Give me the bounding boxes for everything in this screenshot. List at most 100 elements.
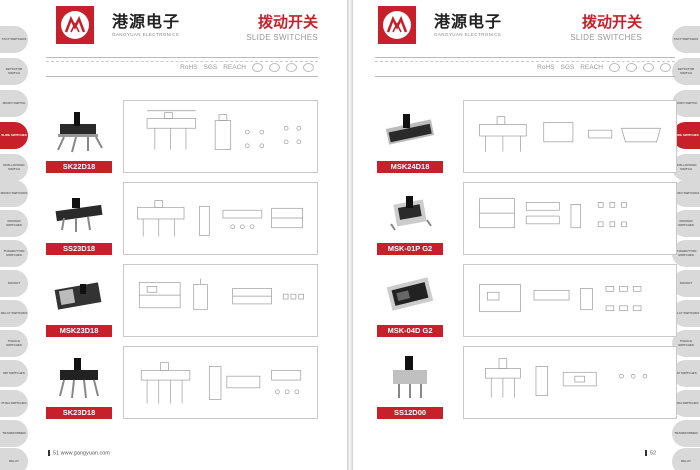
- slide-switch-photo-icon: [59, 358, 99, 399]
- brand-name-en: GANGYUAN ELECTRONICS: [434, 32, 502, 37]
- side-tab[interactable]: TACT SWITCHES: [672, 26, 700, 53]
- product-photo: SS12D00: [377, 346, 443, 419]
- side-tab[interactable]: PUSHBUTTON SWITCHES: [0, 240, 28, 267]
- side-tab[interactable]: SOCKET: [0, 270, 28, 297]
- side-tab[interactable]: MICRO SWITCHES: [0, 180, 28, 207]
- page-number: 52: [650, 450, 657, 456]
- tuv-mark-icon: [643, 62, 654, 72]
- ul-circle-icon: [269, 62, 280, 72]
- product-label: MSK23D18: [46, 325, 112, 337]
- side-tab[interactable]: TRANSFORMER: [672, 420, 700, 447]
- product-photo: MSK24D18: [377, 100, 443, 173]
- slide-switch-photo-icon: [390, 196, 432, 231]
- logo-mark-icon: [64, 16, 86, 33]
- technical-drawing: [123, 346, 318, 419]
- brand-name-en: GANGYUAN ELECTRONICS: [112, 32, 180, 37]
- page-footer: 51 www.gangyuan.com: [48, 449, 110, 456]
- slide-switch-photo-icon: [386, 277, 434, 311]
- product-photo: MSK-04D G2: [377, 264, 443, 337]
- side-tab[interactable]: TOGGLE SWITCHES: [0, 330, 28, 357]
- side-tab[interactable]: DETECTOR SWITCH: [672, 58, 700, 85]
- product-label: MSK-04D G2: [377, 325, 443, 337]
- page-marker: [645, 449, 647, 456]
- cul-mark-icon: [660, 62, 671, 72]
- dimension-drawing-icon: [137, 200, 304, 237]
- side-tab[interactable]: RELAY: [672, 448, 700, 470]
- side-tab[interactable]: DETECTOR SWITCH: [0, 58, 28, 85]
- slide-switch-photo-icon: [385, 114, 435, 145]
- product-photo: MSK-01P G2: [377, 182, 443, 255]
- product-photo: SK22D18: [46, 100, 112, 173]
- side-tab[interactable]: RELAY SWITCHES: [0, 300, 28, 327]
- logo-mark-icon: [386, 16, 408, 33]
- technical-drawing: [123, 182, 318, 255]
- right-page: TACT SWITCHES DETECTOR SWITCH MICRO SWIT…: [353, 0, 700, 470]
- category-cn: 拨动开关: [581, 13, 642, 31]
- category-cn: 拨动开关: [257, 13, 318, 31]
- category-en: SLIDE SWITCHES: [570, 33, 642, 42]
- product-label: MSK-01P G2: [377, 243, 443, 255]
- brand-logo: [56, 6, 94, 44]
- left-side-tabs: TACT SWITCHES DETECTOR SWITCH MICRO SWIT…: [0, 0, 28, 470]
- cert-reach: REACH: [580, 63, 603, 71]
- category-heading: 拨动开关 SLIDE SWITCHES: [570, 14, 642, 42]
- product-row: SK23D18: [46, 346, 318, 419]
- brand-logo: [378, 6, 416, 44]
- technical-drawing: [463, 346, 677, 419]
- technical-drawing: [123, 100, 318, 173]
- brand-name: 港源电子 GANGYUAN ELECTRONICS: [112, 12, 181, 38]
- brand-name-cn: 港源电子: [112, 12, 181, 31]
- footer-url[interactable]: www.gangyuan.com: [60, 450, 110, 456]
- ul-mark-icon: [252, 62, 263, 72]
- left-page: TACT SWITCHES DETECTOR SWITCH MICRO SWIT…: [0, 0, 347, 470]
- slide-switch-photo-icon: [54, 282, 102, 310]
- side-tab[interactable]: MICRO SWITCH: [0, 90, 28, 117]
- brand-name: 港源电子 GANGYUAN ELECTRONICS: [434, 14, 502, 38]
- cert-rohs: RoHS: [537, 63, 555, 71]
- product-label: SS12D00: [377, 407, 443, 419]
- product-photo: SK23D18: [46, 346, 112, 419]
- dimension-drawing-icon: [485, 358, 648, 398]
- cert-rohs: RoHS: [180, 63, 198, 71]
- ul-mark-icon: [609, 62, 620, 72]
- cert-sgs: SGS: [560, 63, 575, 71]
- slide-switch-photo-icon: [55, 198, 103, 232]
- cul-mark-icon: [303, 62, 314, 72]
- tuv-mark-icon: [286, 62, 297, 72]
- product-row: SS23D18: [46, 182, 318, 255]
- product-photo: MSK23D18: [46, 264, 112, 337]
- product-row: MSK-01P G2: [377, 182, 677, 255]
- side-tab[interactable]: TACT SWITCHES: [0, 26, 28, 53]
- dimension-drawing-icon: [138, 278, 304, 311]
- cert-reach: REACH: [223, 63, 246, 71]
- side-tab[interactable]: TRANSFORMER: [0, 420, 28, 447]
- ul-circle-icon: [626, 62, 637, 72]
- side-tab[interactable]: RELAY: [0, 448, 28, 470]
- side-tab-active[interactable]: SLIDE SWITCHES: [0, 122, 28, 149]
- page-number: 51: [53, 450, 60, 456]
- technical-drawing: [463, 264, 677, 337]
- side-tab[interactable]: PUSH SWITCHES: [0, 390, 28, 417]
- technical-drawing: [463, 100, 677, 173]
- cert-sgs: SGS: [203, 63, 218, 71]
- slide-switch-photo-icon: [57, 112, 103, 153]
- side-tab[interactable]: ROCKER SWITCHES: [0, 210, 28, 237]
- dimension-drawing-icon: [479, 116, 661, 152]
- slide-switch-photo-icon: [393, 356, 427, 398]
- product-photo: SS23D18: [46, 182, 112, 255]
- product-row: MSK23D18: [46, 264, 318, 337]
- technical-drawing: [463, 182, 677, 255]
- certification-bar: RoHS SGS REACH: [375, 57, 675, 77]
- side-tab[interactable]: NON-LOCKING SWITCH: [0, 154, 28, 181]
- product-label: SK22D18: [46, 161, 112, 173]
- dimension-drawing-icon: [479, 284, 642, 313]
- product-label: MSK24D18: [377, 161, 443, 173]
- product-row: SS12D00: [377, 346, 677, 419]
- dimension-drawing-icon: [140, 362, 302, 404]
- side-tab[interactable]: DIP SWITCHES: [0, 360, 28, 387]
- dimension-drawing-icon: [146, 110, 302, 150]
- product-row: MSK-04D G2: [377, 264, 677, 337]
- category-heading: 拨动开关 SLIDE SWITCHES: [246, 14, 318, 42]
- page-footer: 52: [645, 449, 657, 456]
